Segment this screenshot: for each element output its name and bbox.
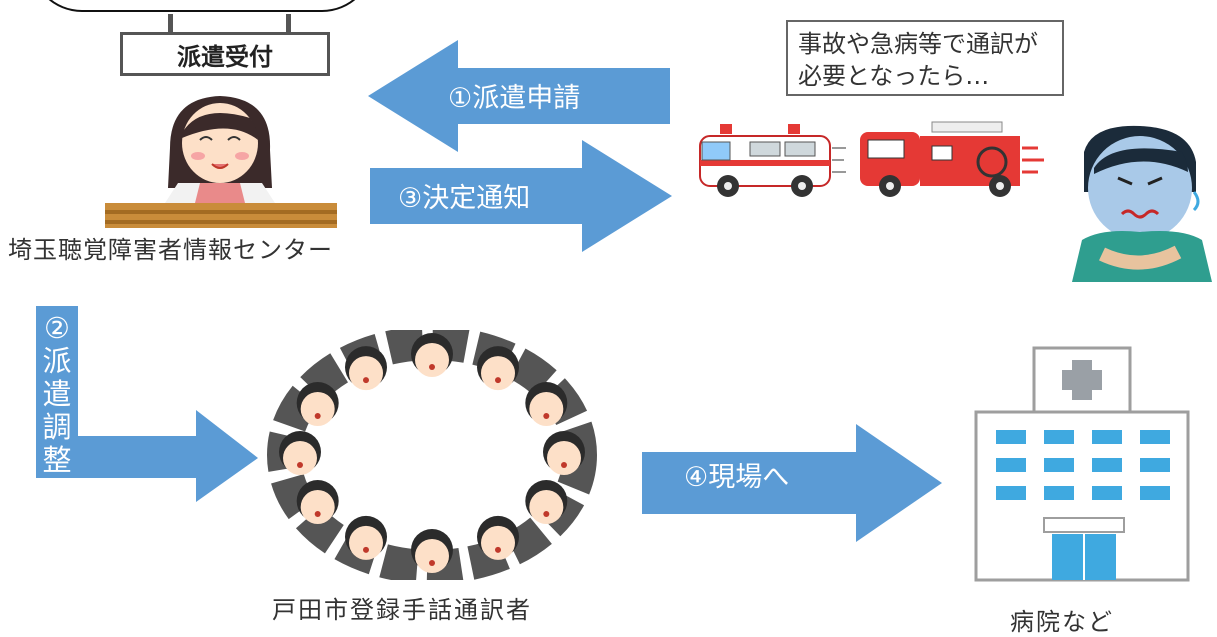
interpreters-caption: 戸田市登録手話通訳者 xyxy=(272,596,532,624)
adjust-char: 遣 xyxy=(42,377,72,411)
to-site-arrow xyxy=(642,424,942,542)
interpreter-face xyxy=(411,333,453,377)
interpreter-face xyxy=(525,480,568,524)
hospital-caption: 病院など xyxy=(1010,608,1114,636)
receptionist-illustration xyxy=(105,96,337,228)
interpreter-face xyxy=(345,346,387,391)
sick-person-illustration xyxy=(1072,125,1212,282)
situation-speech-box: 事故や急病等で通訳が 必要となったら… xyxy=(786,20,1064,96)
dispatch-request-arrow xyxy=(368,40,670,152)
sign-cord xyxy=(30,0,374,12)
adjust-char: 整 xyxy=(42,443,72,477)
dispatch-request-label: ①派遣申請 xyxy=(448,83,581,114)
to-site-label: ④現場へ xyxy=(684,462,790,493)
ambulance-illustration xyxy=(699,124,846,197)
reception-sign-label: 派遣受付 xyxy=(177,42,273,71)
sign-post xyxy=(286,14,291,36)
interpreter-face xyxy=(477,515,519,560)
interpreter-face xyxy=(543,431,585,475)
dispatch-adjustment-arrow xyxy=(36,306,258,502)
interpreter-face xyxy=(345,515,387,560)
decision-notice-label: ③決定通知 xyxy=(398,183,531,214)
info-center-caption: 埼玉聴覚障害者情報センター xyxy=(8,236,333,264)
interpreter-face xyxy=(296,382,339,426)
interpreter-face xyxy=(296,480,339,524)
sign-post xyxy=(168,14,173,36)
speech-line-1: 事故や急病等で通訳が xyxy=(798,30,1038,58)
hospital-illustration xyxy=(974,346,1190,582)
interpreter-face xyxy=(279,431,321,475)
interpreter-face xyxy=(477,346,519,391)
adjust-char: 調 xyxy=(42,410,72,444)
adjust-char: ② xyxy=(44,311,70,345)
interpreter-face xyxy=(525,382,568,426)
adjust-char: 派 xyxy=(42,344,72,378)
interpreter-circle-illustration xyxy=(267,330,597,580)
decision-notice-arrow xyxy=(370,140,672,252)
fire-engine-illustration xyxy=(860,121,1044,197)
interpreter-face xyxy=(411,529,453,573)
dispatch-adjustment-label: ② 派 遣 調 整 xyxy=(38,312,76,477)
reception-sign: 派遣受付 xyxy=(120,32,330,76)
speech-line-2: 必要となったら… xyxy=(798,62,990,90)
